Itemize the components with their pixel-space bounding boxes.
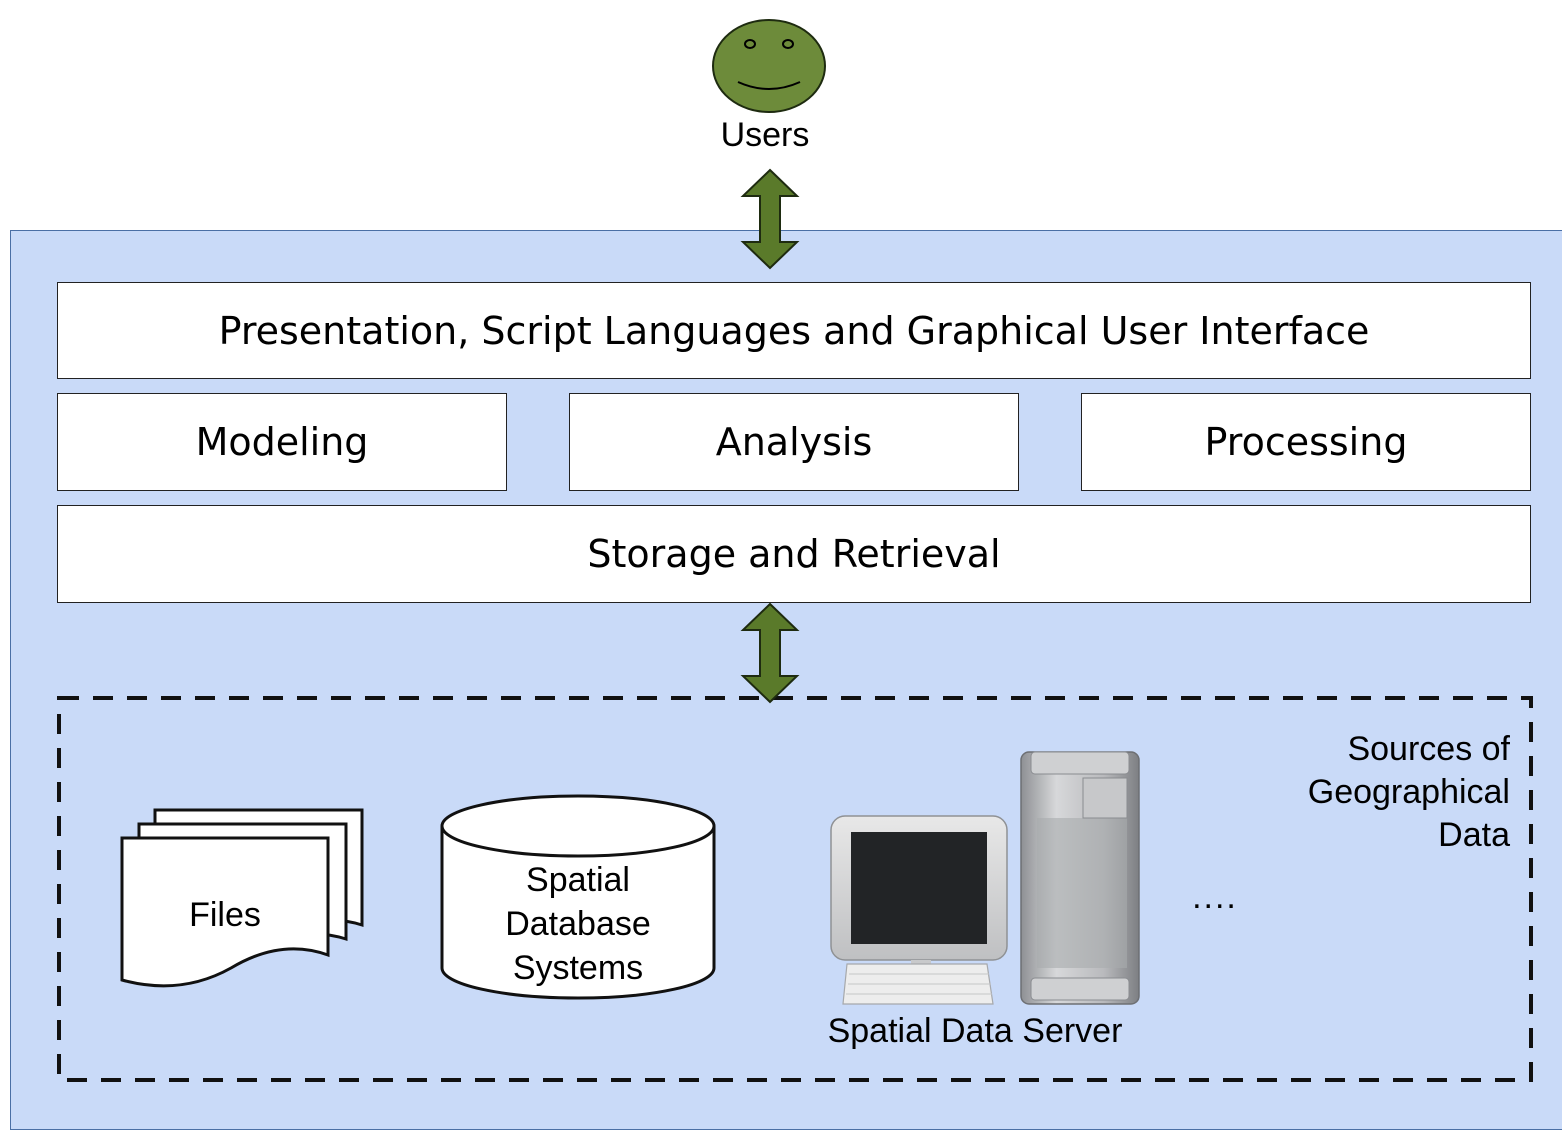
sources-label: Sources of Geographical Data [1260, 728, 1510, 857]
users-smiley-icon [712, 19, 826, 113]
storage-layer-label: Storage and Retrieval [587, 532, 1001, 576]
processing-layer-label: Processing [1204, 420, 1408, 464]
database-label-line-1: Spatial [526, 861, 630, 899]
presentation-layer-label: Presentation, Script Languages and Graph… [218, 308, 1370, 353]
modeling-layer-label: Modeling [195, 420, 369, 464]
database-label-line-3: Systems [512, 949, 644, 987]
users-label: Users [720, 116, 810, 154]
storage-layer-box: Storage and Retrieval [57, 505, 1531, 603]
sources-label-line-2: Geographical [1307, 773, 1510, 811]
presentation-layer-box: Presentation, Script Languages and Graph… [57, 282, 1531, 379]
files-label: Files [189, 896, 261, 934]
more-sources-ellipsis: .... [1192, 878, 1238, 916]
users-double-arrow-icon [740, 168, 800, 270]
database-label-line-2: Database [505, 905, 651, 943]
spatial-data-server-computer-icon [830, 751, 1140, 1005]
modeling-layer-box: Modeling [57, 393, 507, 491]
spatial-data-server-label: Spatial Data Server [827, 1012, 1123, 1050]
data-sources-dashed-area [57, 696, 1533, 1082]
files-document-stack-icon [120, 808, 364, 988]
analysis-layer-label: Analysis [715, 420, 873, 464]
sources-label-line-1: Sources of [1347, 730, 1510, 768]
analysis-layer-box: Analysis [569, 393, 1019, 491]
spatial-database-label: Spatial Database Systems [442, 858, 714, 990]
sources-label-line-3: Data [1438, 816, 1510, 854]
spatial-database-cylinder-icon [440, 794, 716, 1000]
processing-layer-box: Processing [1081, 393, 1531, 491]
storage-double-arrow-icon [740, 602, 800, 704]
